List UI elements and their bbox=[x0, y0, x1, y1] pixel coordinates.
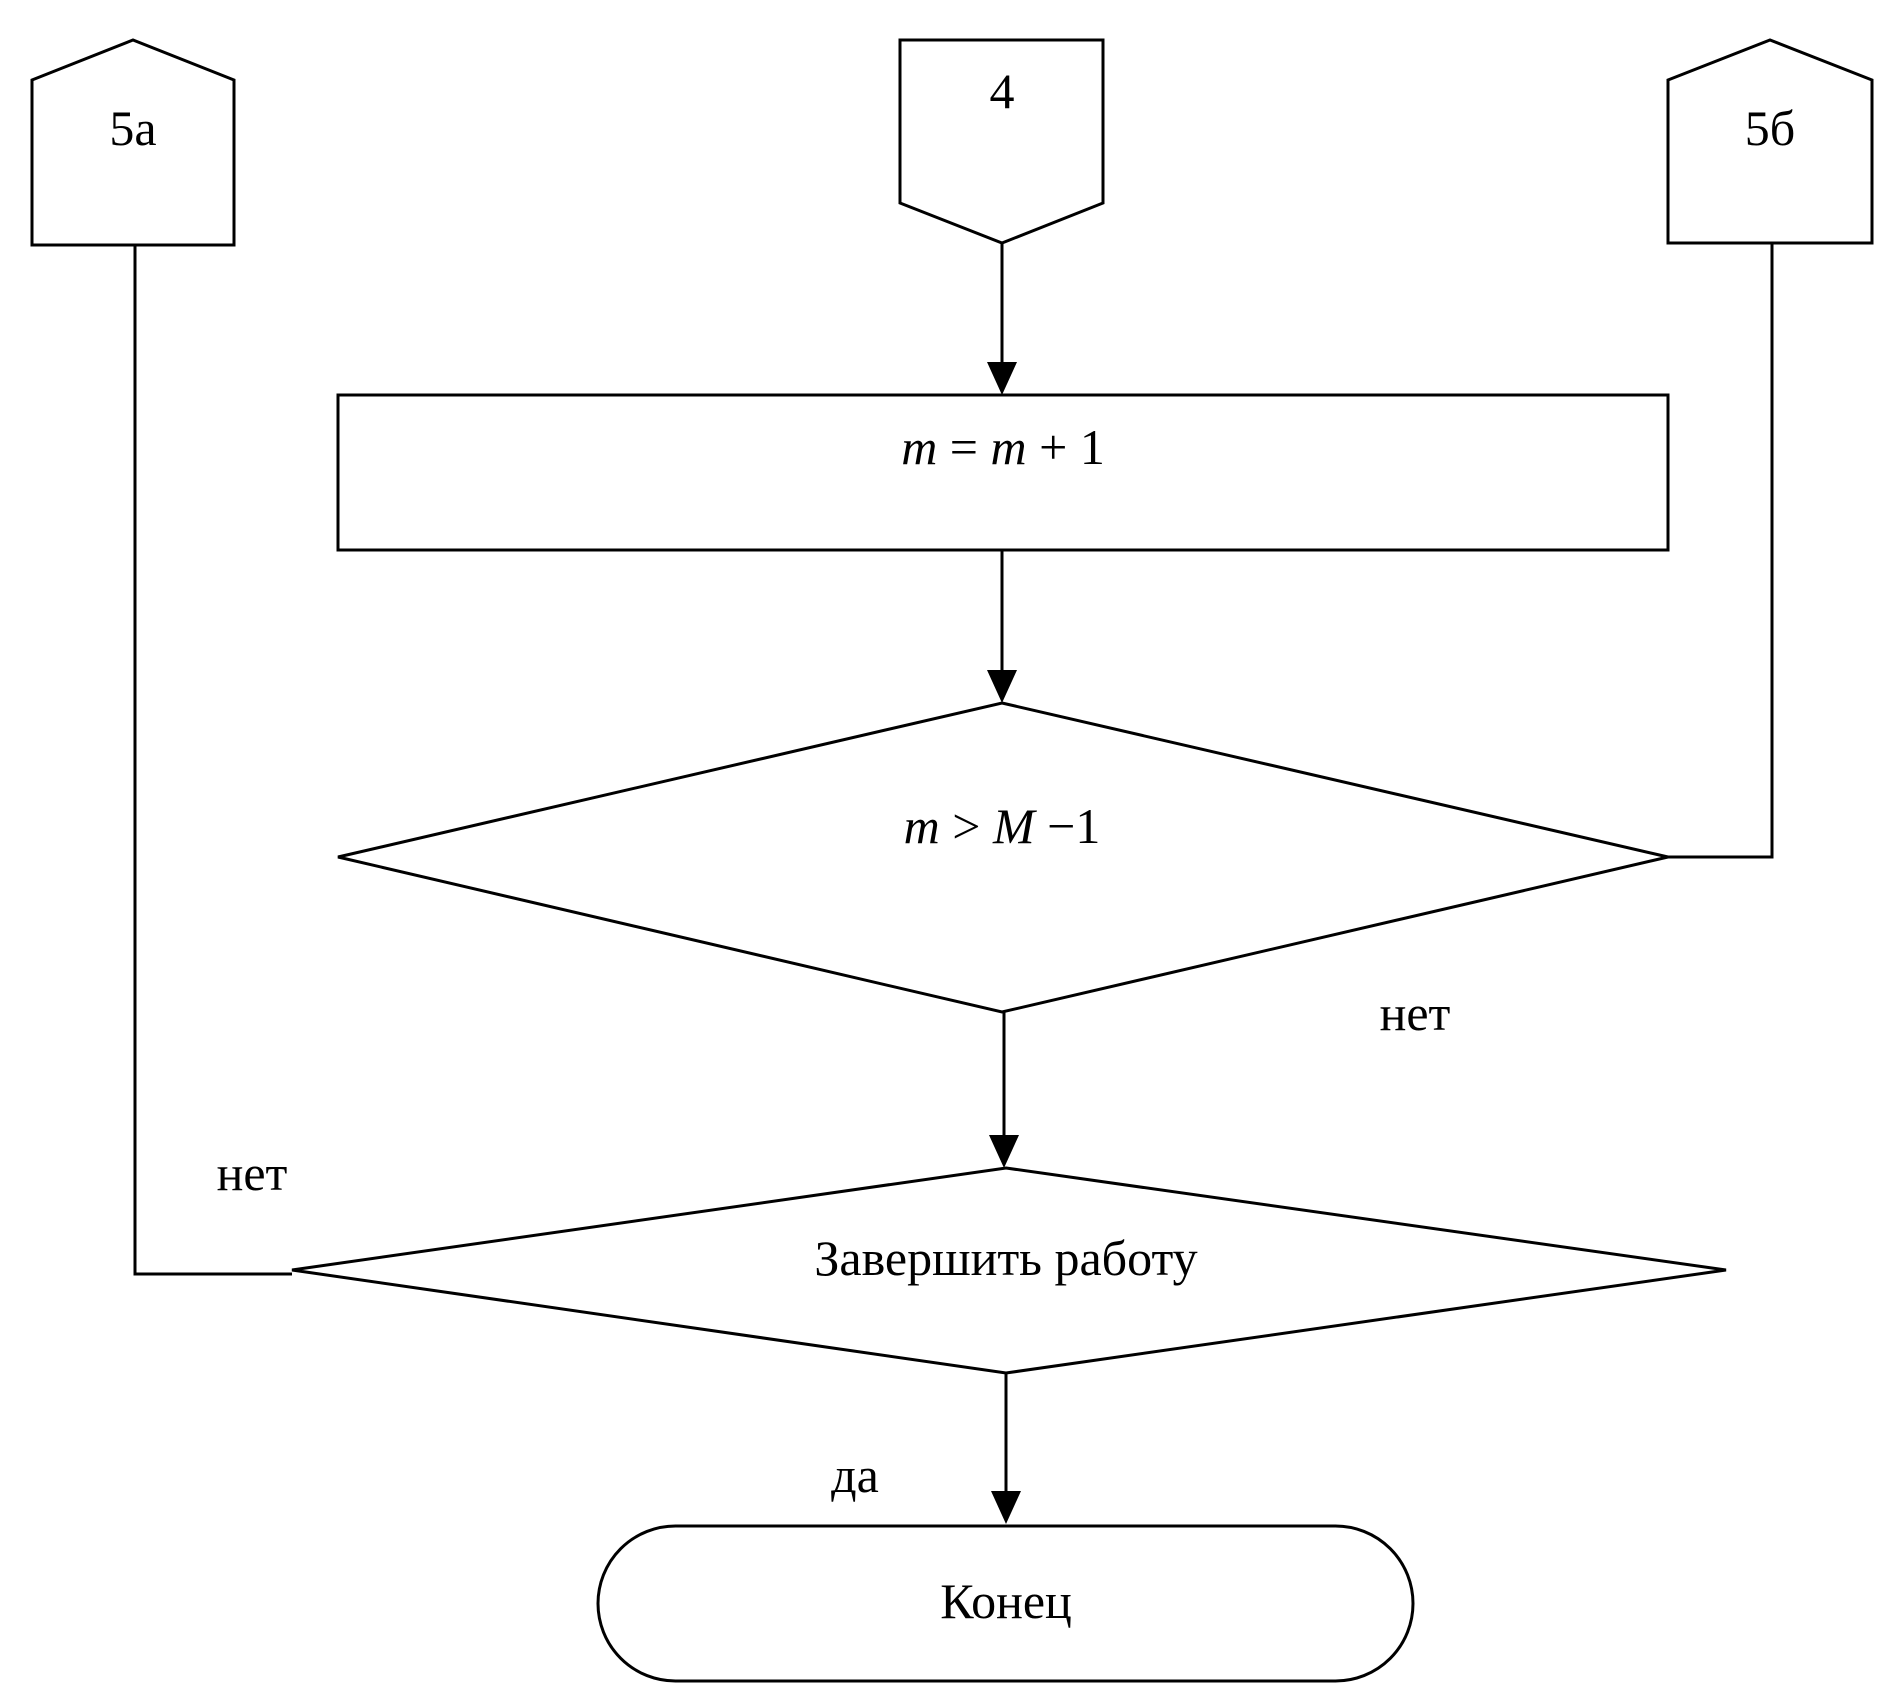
arrow-process-to-condition1 bbox=[987, 550, 1017, 703]
process-box: m = m + 1 bbox=[338, 395, 1668, 550]
connector-5b-label: 5б bbox=[1745, 100, 1795, 156]
line-to-connector-5b bbox=[1668, 243, 1772, 857]
branch-yes-label: да bbox=[831, 1447, 879, 1503]
branch-no-label-1: нет bbox=[1380, 985, 1451, 1041]
arrow-condition2-to-end bbox=[991, 1373, 1021, 1524]
connector-5a: 5а bbox=[32, 40, 234, 245]
connector-5a-label: 5а bbox=[109, 100, 156, 156]
branch-no-label-2: нет bbox=[217, 1145, 288, 1201]
arrow-4-to-process bbox=[987, 243, 1017, 395]
terminal-end-label: Конец bbox=[940, 1573, 1072, 1629]
process-formula: m = m + 1 bbox=[901, 419, 1105, 475]
decision-m-greater-formula: m > M −1 bbox=[904, 798, 1101, 854]
decision-finish: Завершить работу bbox=[292, 1168, 1726, 1373]
decision-m-greater: m > M −1 bbox=[338, 703, 1668, 1012]
decision-finish-label: Завершить работу bbox=[814, 1230, 1197, 1286]
terminal-end: Конец bbox=[598, 1526, 1413, 1681]
connector-5b: 5б bbox=[1668, 40, 1872, 243]
connector-4: 4 bbox=[900, 40, 1103, 243]
line-to-connector-5a bbox=[135, 245, 292, 1274]
arrow-condition1-to-condition2 bbox=[989, 1012, 1019, 1168]
connector-4-label: 4 bbox=[990, 63, 1015, 119]
